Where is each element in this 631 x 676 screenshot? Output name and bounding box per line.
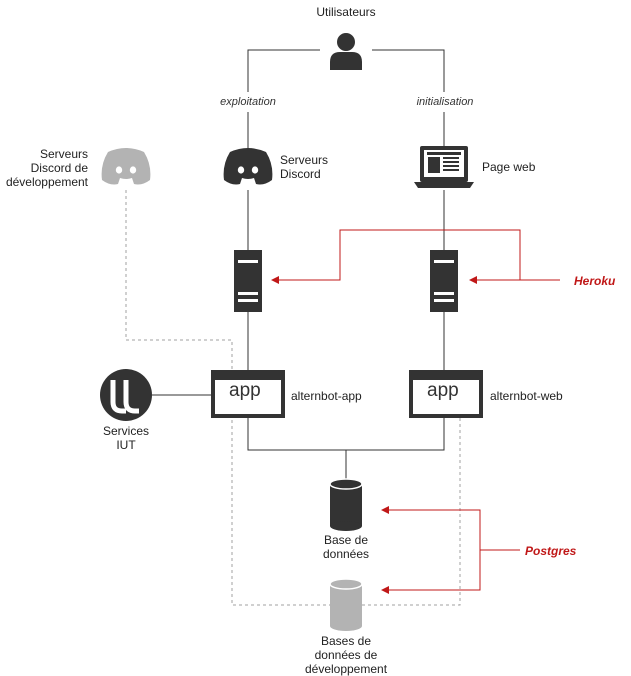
app-block-icon: [211, 370, 285, 418]
provider-arrows: [271, 229, 560, 594]
server-icon-web: [430, 250, 458, 312]
web-page-label: Page web: [482, 160, 536, 174]
postgres-label: Postgres: [525, 544, 577, 558]
dev-database-icon: [329, 578, 363, 631]
edge-devdiscord-devdb: [125, 190, 330, 606]
dev-connector-lines: [125, 190, 461, 606]
discord-dev-icon: [101, 148, 151, 185]
iut-logo-icon: [100, 369, 152, 421]
edge-label-initialisation: initialisation: [416, 96, 474, 108]
heroku-label: Heroku: [574, 274, 616, 288]
discord-icon: [223, 148, 273, 185]
edge-users-webpage: [372, 49, 445, 92]
laptop-icon: [414, 146, 474, 188]
app-box-text: app: [229, 380, 261, 401]
web-box-text: app: [427, 380, 459, 401]
edge-apps-db: [247, 418, 445, 484]
heroku-arrow-app: [271, 229, 560, 284]
user-icon: [330, 31, 362, 70]
alternbot-app-label: alternbot-app: [291, 389, 362, 403]
alternbot-web-label: alternbot-web: [490, 389, 563, 403]
edge-users-discord: [247, 49, 320, 92]
discord-dev-label: Serveurs Discord de développement: [5, 147, 88, 189]
db-label: Base de données: [322, 533, 370, 561]
postgres-arrow-devdb: [381, 550, 481, 594]
iut-label: Services IUT: [102, 424, 149, 452]
edge-label-exploitation: exploitation: [220, 96, 276, 108]
edge-web-devdb: [362, 418, 461, 606]
postgres-arrow-db: [381, 506, 520, 551]
users-label: Utilisateurs: [316, 5, 376, 19]
server-icon-app: [234, 250, 262, 312]
dev-db-label: Bases de données de développement: [304, 634, 388, 676]
discord-prod-label: Serveurs Discord: [280, 153, 329, 181]
database-icon: [329, 478, 363, 531]
web-block-icon: [409, 370, 483, 418]
connector-lines: [152, 49, 445, 484]
